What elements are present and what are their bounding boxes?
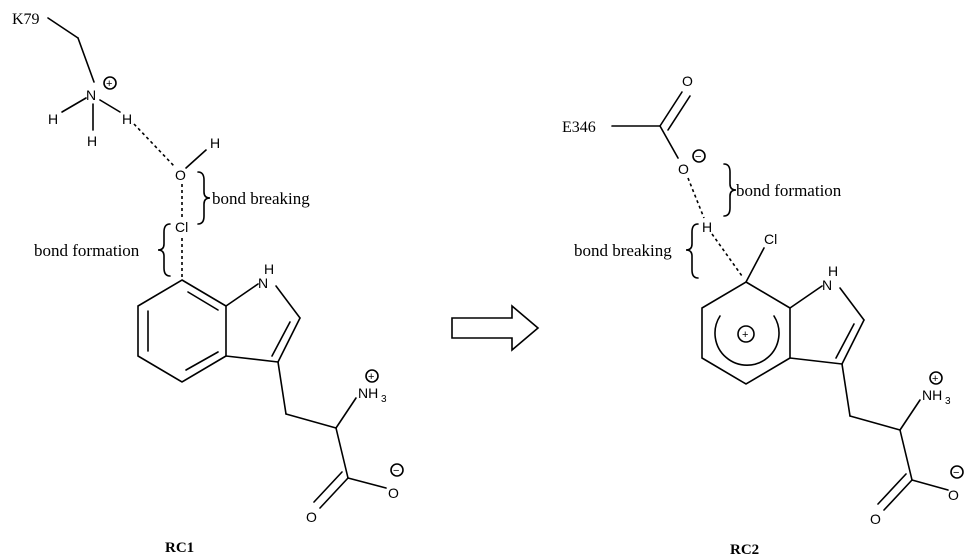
rc1-structure: K79 N + H H H O H Cl bond breaking bond … <box>12 11 404 556</box>
rc2-ring-charge: + <box>742 329 748 341</box>
rc1-c2-c3-bond <box>277 317 301 363</box>
rc1-c-n-bond <box>225 283 259 307</box>
rc1-ring-double-2 <box>185 351 219 371</box>
rc2-o2-charge-circle <box>950 465 964 479</box>
rc2-brace-breaking <box>685 223 699 279</box>
rc1-c-o-double <box>313 471 343 503</box>
rc1-brace-formation <box>157 223 171 277</box>
rc1-nh-right-bond <box>99 99 121 113</box>
rc1-title: RC1 <box>165 540 194 556</box>
rc2-indole-n: N <box>822 277 832 293</box>
rc1-indole-nh: H <box>264 261 274 277</box>
rc1-n-charge: + <box>106 78 112 90</box>
rc2-c-n-bond <box>789 285 823 309</box>
rc1-cb-bond <box>277 361 287 415</box>
rc2-c-cl-bond <box>745 247 765 283</box>
rc1-n-c2-bond <box>275 285 301 319</box>
rc2-nh3-charge-circle <box>929 371 943 385</box>
rc2-nh3-sub: 3 <box>945 396 951 407</box>
rc2-c-ominus-bond <box>659 125 679 159</box>
rc1-cl-atom: Cl <box>175 219 188 235</box>
rc2-ca-bond <box>849 415 901 431</box>
rc2-delocalized-arc <box>714 315 780 366</box>
rc1-bond-breaking-label: bond breaking <box>212 189 310 208</box>
rc1-benzene-ring <box>137 279 227 383</box>
rc2-bond-formation-label: bond formation <box>736 181 842 200</box>
rc1-ca-c-bond <box>335 427 349 479</box>
rc2-dash-h-c <box>711 233 743 277</box>
rc1-n-charge-circle <box>103 76 117 90</box>
rc1-c2-c3-double <box>271 321 291 357</box>
rc2-o2-charge: − <box>953 467 959 479</box>
rc1-c-ominus-bond <box>347 477 387 489</box>
rc2-c-ominus-bond2 <box>911 479 949 491</box>
rc2-c-o-double <box>877 473 907 505</box>
rc1-indole-n: N <box>258 275 268 291</box>
rc1-h-down: H <box>87 133 97 149</box>
rc2-brace-formation <box>723 163 737 217</box>
rc2-structure: E346 O O − H bond formation bond breakin… <box>562 73 964 556</box>
rc2-o-charge-circle <box>692 149 706 163</box>
rc1-carbonyl-o: O <box>306 509 317 525</box>
rc2-carbonyl-o2: O <box>870 511 881 527</box>
rc2-c2-c3-double <box>835 323 855 359</box>
rc1-k79-bond <box>47 17 79 39</box>
rc2-cb-bond <box>841 363 851 417</box>
rc2-c2-c3-bond <box>841 319 865 365</box>
rc1-h-water: H <box>210 135 220 151</box>
rc1-o-atom: O <box>175 167 186 183</box>
rc1-ca-n-bond <box>335 397 357 429</box>
rc2-ca-n-bond <box>899 399 921 431</box>
rc1-nh3-charge-circle <box>365 369 379 383</box>
rc1-nh3-sub: 3 <box>381 394 387 405</box>
rc2-cl-atom: Cl <box>764 231 777 247</box>
rc2-title: RC2 <box>730 542 759 556</box>
rc2-carbonyl-o: O <box>682 73 693 89</box>
rc2-c3-c3a-bond <box>789 357 843 365</box>
rc1-h-right: H <box>122 111 132 127</box>
rc2-c-o-double <box>667 95 691 131</box>
rc1-o-charge: − <box>393 465 399 477</box>
rc1-bond-formation-label: bond formation <box>34 241 140 260</box>
rc2-indole-nh: H <box>828 263 838 279</box>
rc2-residue-label: E346 <box>562 119 596 136</box>
rc2-ring-charge-circle <box>737 325 755 343</box>
rc1-o-charge-circle <box>390 463 404 477</box>
rc1-c3-c3a-bond <box>225 355 279 363</box>
rc1-carboxylate-o: O <box>388 485 399 501</box>
rc1-c-o-bond <box>319 477 349 509</box>
rc1-ch2-bond <box>77 37 95 83</box>
rc1-nh3-text: NH <box>358 385 378 401</box>
rc2-dash-o-h <box>687 177 705 219</box>
rc2-n-c2-bond <box>839 287 865 321</box>
rc1-nh3-charge: + <box>368 371 374 383</box>
rc2-c-o-bond <box>659 91 683 127</box>
rc1-residue-label: K79 <box>12 11 40 28</box>
rc2-nh3-charge: + <box>932 373 938 385</box>
rc2-carboxylate-o: O <box>948 487 959 503</box>
rc1-n-atom: N <box>86 87 96 103</box>
rc1-ring-double-3 <box>187 291 219 311</box>
rc1-oh-bond <box>185 149 207 169</box>
rc1-brace-breaking <box>197 171 211 225</box>
rc1-h-left: H <box>48 111 58 127</box>
rc1-hbond-h-o <box>133 123 175 167</box>
rc1-ca-bond <box>285 413 337 429</box>
rc2-o-charge: − <box>695 151 701 163</box>
rc2-ominus: O <box>678 161 689 177</box>
rc2-bond-breaking-label: bond breaking <box>574 241 672 260</box>
rc2-nh3-text: NH <box>922 387 942 403</box>
rc2-ca-c-bond <box>899 429 913 481</box>
rc2-c-o-bond <box>883 479 913 511</box>
reaction-arrow-icon <box>451 304 540 352</box>
rc2-h-atom: H <box>702 219 712 235</box>
rc1-nh-left-bond <box>61 97 87 113</box>
